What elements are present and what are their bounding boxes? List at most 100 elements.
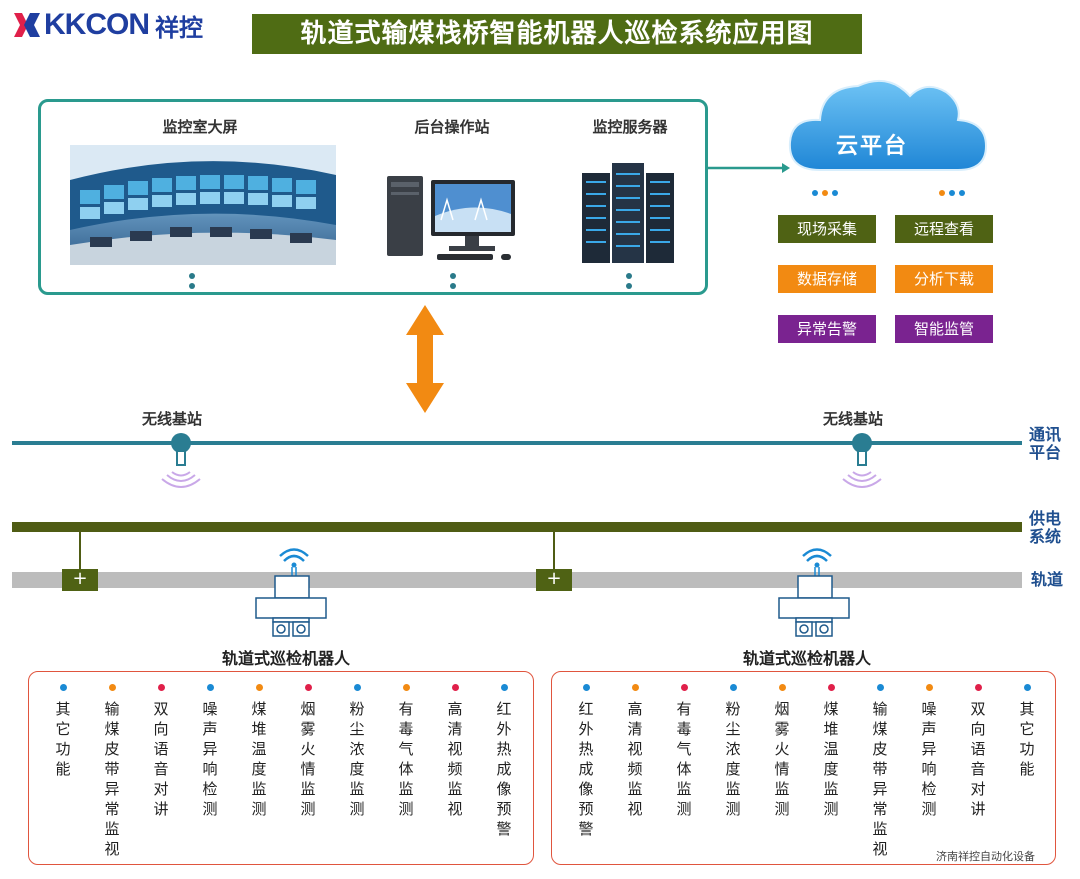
bullet-dot-icon [353,684,361,691]
fn-data-storage: 数据存储 [778,265,876,293]
control-room-image [70,145,336,265]
function-item: 烟雾火情监测 [772,684,792,819]
power-connector-left: + [62,569,98,591]
function-text: 其它功能 [55,700,71,778]
fn-alarm: 异常告警 [778,315,876,343]
function-text: 双向语音对讲 [970,700,986,818]
function-item: 有毒气体监测 [396,684,416,819]
company-logo: KKCON 祥控 [12,8,203,42]
footer-company: 济南祥控自动化设备 [936,850,1035,863]
function-text: 输煤皮带异常监视 [104,700,120,858]
function-text: 有毒气体监测 [676,700,692,818]
monitor-screen-label: 监控室大屏 [162,118,238,136]
fn-smart-supervision: 智能监管 [895,315,993,343]
function-item: 输煤皮带异常监视 [102,684,122,859]
bullet-dot-icon [1023,684,1031,691]
function-text: 红外热成像预警 [578,700,594,838]
function-text: 烟雾火情监测 [774,700,790,818]
bullet-dot-icon [974,684,982,691]
function-item: 红外热成像预警 [576,684,596,839]
function-box-right: 红外热成像预警 高清视频监视 有毒气体监测 粉尘浓度监测 烟雾火情监测 煤堆温度监测 输煤皮… [551,671,1056,865]
track-line [12,572,1022,588]
bullet-dot-icon [680,684,688,691]
function-item: 煤堆温度监测 [249,684,269,819]
bullet-dot-icon [500,684,508,691]
station-label-right: 无线基站 [823,410,884,428]
function-item: 噪声异响检测 [919,684,939,819]
bullet-dot-icon [59,684,67,691]
function-box-left: 其它功能 输煤皮带异常监视 双向语音对讲 噪声异响检测 煤堆温度监测 烟雾火情监测 粉尘浓度… [28,671,534,865]
function-text: 双向语音对讲 [153,700,169,818]
function-item: 烟雾火情监测 [298,684,318,819]
cloud-icon [780,70,990,190]
bullet-dot-icon [876,684,884,691]
bullet-dot-icon [451,684,459,691]
wireless-station-icon [155,431,207,497]
bullet-dot-icon [206,684,214,691]
function-text: 其它功能 [1019,700,1035,778]
function-item: 高清视频监视 [625,684,645,819]
bullet-dot-icon [925,684,933,691]
power-line [12,522,1022,532]
function-item: 双向语音对讲 [151,684,171,819]
comm-line [12,441,1022,445]
cloud-dots-icon [938,182,968,196]
function-text: 高清视频监视 [627,700,643,818]
function-item: 粉尘浓度监测 [347,684,367,819]
server-rack-icon [582,163,674,263]
function-item: 其它功能 [53,684,73,779]
robot-icon [777,545,851,639]
connector-dot [450,273,456,279]
function-text: 输煤皮带异常监视 [872,700,888,858]
function-item: 噪声异响检测 [200,684,220,819]
bullet-dot-icon [157,684,165,691]
arrow-to-cloud-icon [708,160,792,176]
robot-label-right: 轨道式巡检机器人 [743,649,872,668]
bullet-dot-icon [827,684,835,691]
power-drop-right [553,532,555,572]
cloud-dots-icon [811,182,841,196]
function-text: 粉尘浓度监测 [349,700,365,818]
function-item: 红外热成像预警 [494,684,514,839]
power-drop-left [79,532,81,572]
function-item: 输煤皮带异常监视 [870,684,890,859]
bullet-dot-icon [108,684,116,691]
page-title: 轨道式输煤栈桥智能机器人巡检系统应用图 [252,14,862,54]
fn-remote-view: 远程查看 [895,215,993,243]
desktop-computer-icon [383,170,523,262]
bullet-dot-icon [582,684,590,691]
function-text: 煤堆温度监测 [251,700,267,818]
logo-cn: 祥控 [155,13,203,42]
server-label: 监控服务器 [592,118,668,136]
function-item: 有毒气体监测 [674,684,694,819]
function-text: 粉尘浓度监测 [725,700,741,818]
cloud-label: 云平台 [835,134,908,159]
power-connector-right: + [536,569,572,591]
function-item: 高清视频监视 [445,684,465,819]
function-text: 高清视频监视 [447,700,463,818]
wireless-station-icon [836,431,888,497]
bullet-dot-icon [778,684,786,691]
bullet-dot-icon [631,684,639,691]
fn-onsite-collect: 现场采集 [778,215,876,243]
bullet-dot-icon [304,684,312,691]
function-text: 有毒气体监测 [398,700,414,818]
function-text: 噪声异响检测 [921,700,937,818]
robot-icon [254,545,328,639]
function-text: 红外热成像预警 [496,700,512,838]
station-label-left: 无线基站 [142,410,203,428]
double-arrow-icon [406,305,444,413]
bullet-dot-icon [729,684,737,691]
connector-dot [189,273,195,279]
connector-dot [626,283,632,289]
robot-label-left: 轨道式巡检机器人 [222,649,351,668]
connector-dot [450,283,456,289]
track-label: 轨道 [1031,570,1064,589]
bullet-dot-icon [402,684,410,691]
connector-dot [189,283,195,289]
function-item: 其它功能 [1017,684,1037,779]
function-text: 噪声异响检测 [202,700,218,818]
bullet-dot-icon [255,684,263,691]
function-item: 双向语音对讲 [968,684,988,819]
function-item: 煤堆温度监测 [821,684,841,819]
